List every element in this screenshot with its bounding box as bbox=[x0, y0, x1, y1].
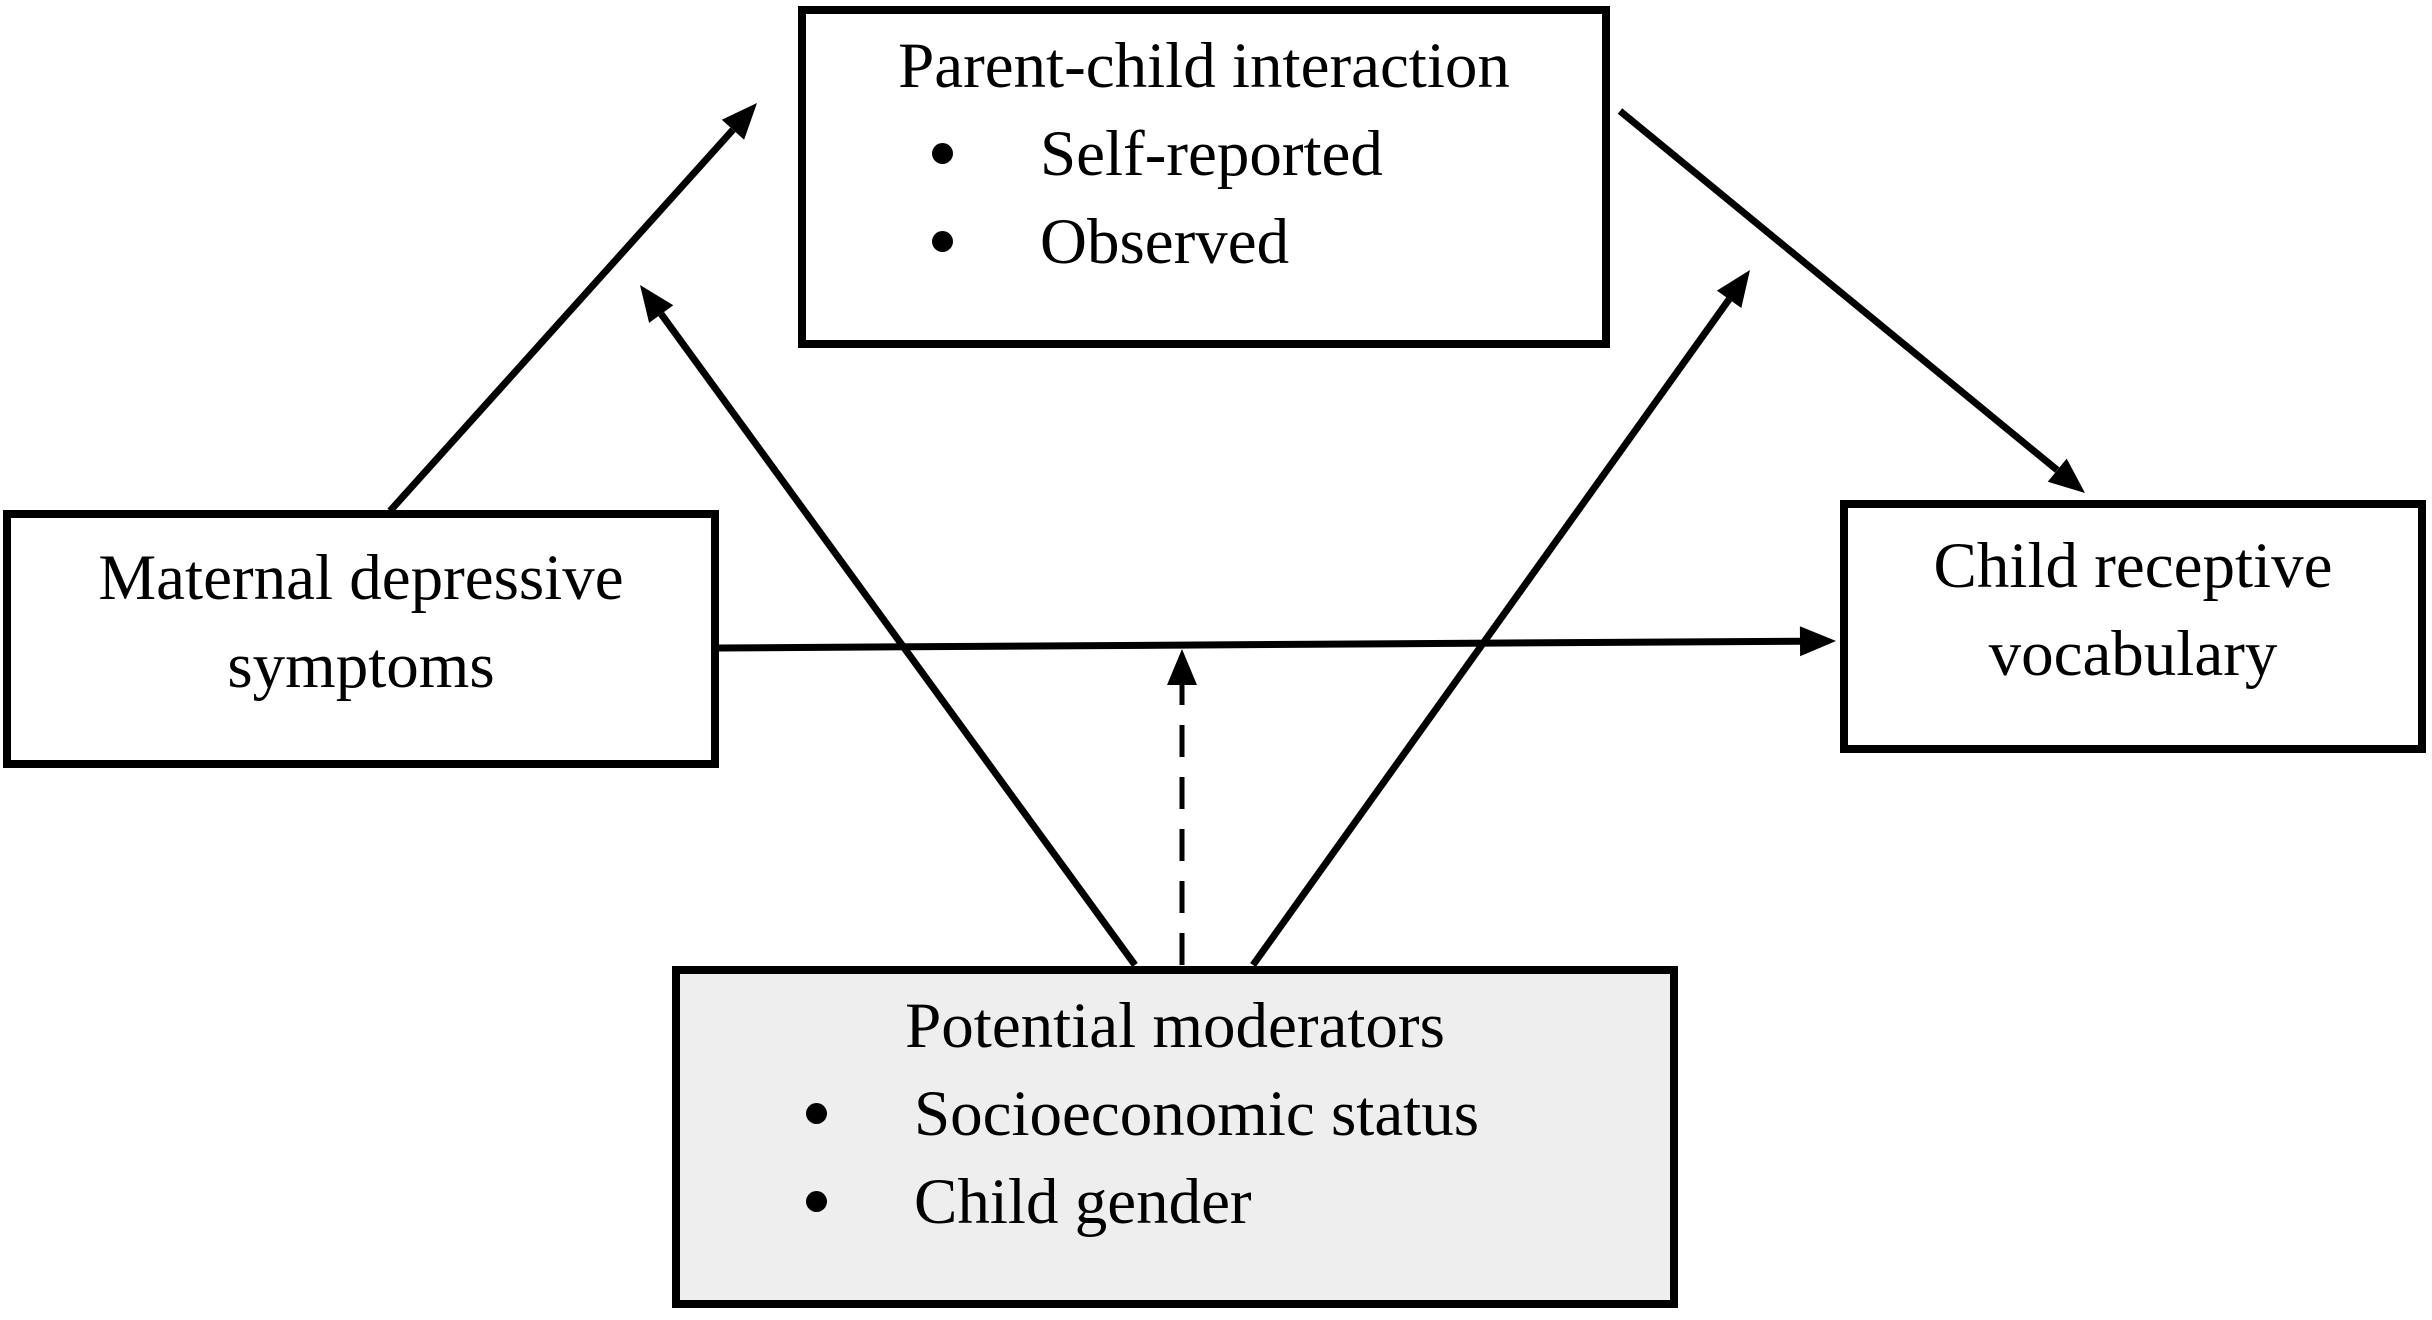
parent-child-interaction-title: Parent-child interaction bbox=[898, 30, 1510, 102]
child-receptive-vocabulary-line1: Child receptive bbox=[1933, 529, 2333, 602]
arrow-parent-child-to-child-vocab-line bbox=[1617, 108, 2060, 473]
parent-child-interaction-box: Parent-child interaction Self-reported O… bbox=[798, 6, 1610, 348]
maternal-depressive-symptoms-line2: symptoms bbox=[227, 630, 495, 702]
arrow-maternal-to-parent-child-arrowhead-icon bbox=[721, 103, 757, 140]
arrow-maternal-to-parent-child-line bbox=[387, 127, 736, 514]
bullet-child-gender: Child gender bbox=[680, 1158, 1670, 1246]
arrow-moderators-to-a-path-arrowhead-icon bbox=[640, 285, 674, 323]
arrow-parent-child-to-child-vocab-arrowhead-icon bbox=[2047, 458, 2085, 493]
child-receptive-vocabulary-box: Child receptive vocabulary bbox=[1840, 500, 2426, 753]
potential-moderators-box: Potential moderators Socioeconomic statu… bbox=[672, 966, 1678, 1308]
arrow-moderators-to-direct-path-arrowhead-icon bbox=[1167, 649, 1197, 685]
bullet-observed: Observed bbox=[806, 198, 1602, 286]
arrow-moderators-to-b-path-arrowhead-icon bbox=[1716, 270, 1750, 308]
child-receptive-vocabulary-line2: vocabulary bbox=[1988, 617, 2278, 690]
maternal-depressive-symptoms-box: Maternal depressive symptoms bbox=[3, 510, 719, 768]
bullet-self-reported: Self-reported bbox=[806, 110, 1602, 198]
maternal-depressive-symptoms-line1: Maternal depressive bbox=[98, 542, 624, 614]
potential-moderators-bullet-list: Socioeconomic status Child gender bbox=[680, 1070, 1670, 1246]
parent-child-interaction-bullet-list: Self-reported Observed bbox=[806, 110, 1602, 286]
potential-moderators-title: Potential moderators bbox=[905, 990, 1445, 1062]
arrow-moderators-to-a-path-line bbox=[658, 312, 1138, 968]
bullet-socioeconomic-status: Socioeconomic status bbox=[680, 1070, 1670, 1158]
arrow-maternal-to-child-vocab-arrowhead-icon bbox=[1799, 626, 1836, 657]
arrow-maternal-to-child-vocab-line bbox=[718, 637, 1801, 652]
arrow-moderators-to-b-path-line bbox=[1250, 297, 1732, 968]
